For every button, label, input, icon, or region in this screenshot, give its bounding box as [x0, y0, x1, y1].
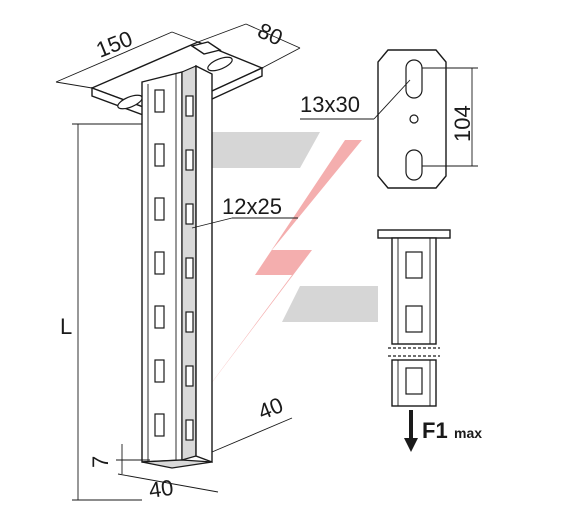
label-offset: 7 [88, 456, 113, 468]
slot-side-3 [185, 203, 194, 225]
slot-front-1 [154, 89, 165, 113]
slot-side-5 [185, 311, 194, 333]
label-slot-side: 12x25 [222, 194, 282, 219]
watermark-logo [195, 132, 378, 405]
dimension-lines [55, 23, 301, 501]
label-depth-top: 80 [254, 18, 287, 51]
section-view [377, 229, 451, 407]
slot-front-7 [154, 413, 165, 437]
slot-side-1 [185, 95, 194, 117]
section-slot-2 [405, 305, 423, 333]
side-slots [185, 95, 194, 441]
section-top-plate [377, 229, 451, 239]
main-bracket [90, 41, 264, 469]
label-plate-height: 104 [450, 105, 475, 142]
label-load-subscript: max [454, 425, 482, 441]
channel-side-face [195, 64, 213, 464]
top-plate-slot-2 [207, 56, 233, 72]
channel-bottom-end [141, 459, 213, 469]
slot-side-7 [185, 419, 194, 441]
plate-slot-top [405, 59, 423, 99]
plate-slot-bottom [405, 149, 423, 181]
slot-side-6 [185, 365, 194, 387]
label-slot-top: 13x30 [300, 92, 360, 117]
plate-center-hole [409, 114, 419, 124]
front-slots [154, 89, 165, 437]
label-width-top: 150 [93, 26, 136, 63]
label-width-bottom: 40 [147, 475, 175, 503]
slot-front-3 [154, 197, 165, 221]
slot-side-2 [185, 149, 194, 171]
slot-side-4 [185, 257, 194, 279]
label-length: L [60, 314, 72, 339]
section-slot-3 [405, 367, 423, 395]
label-load: F1 [422, 418, 448, 443]
slot-front-4 [154, 251, 165, 275]
section-slot-1 [405, 251, 423, 279]
slot-front-2 [154, 143, 165, 167]
slot-front-6 [154, 359, 165, 383]
slot-front-5 [154, 305, 165, 329]
label-depth-bottom: 40 [255, 392, 287, 424]
top-plate-tab [190, 41, 222, 55]
top-plate-detail [300, 49, 478, 189]
load-arrow [404, 410, 418, 452]
